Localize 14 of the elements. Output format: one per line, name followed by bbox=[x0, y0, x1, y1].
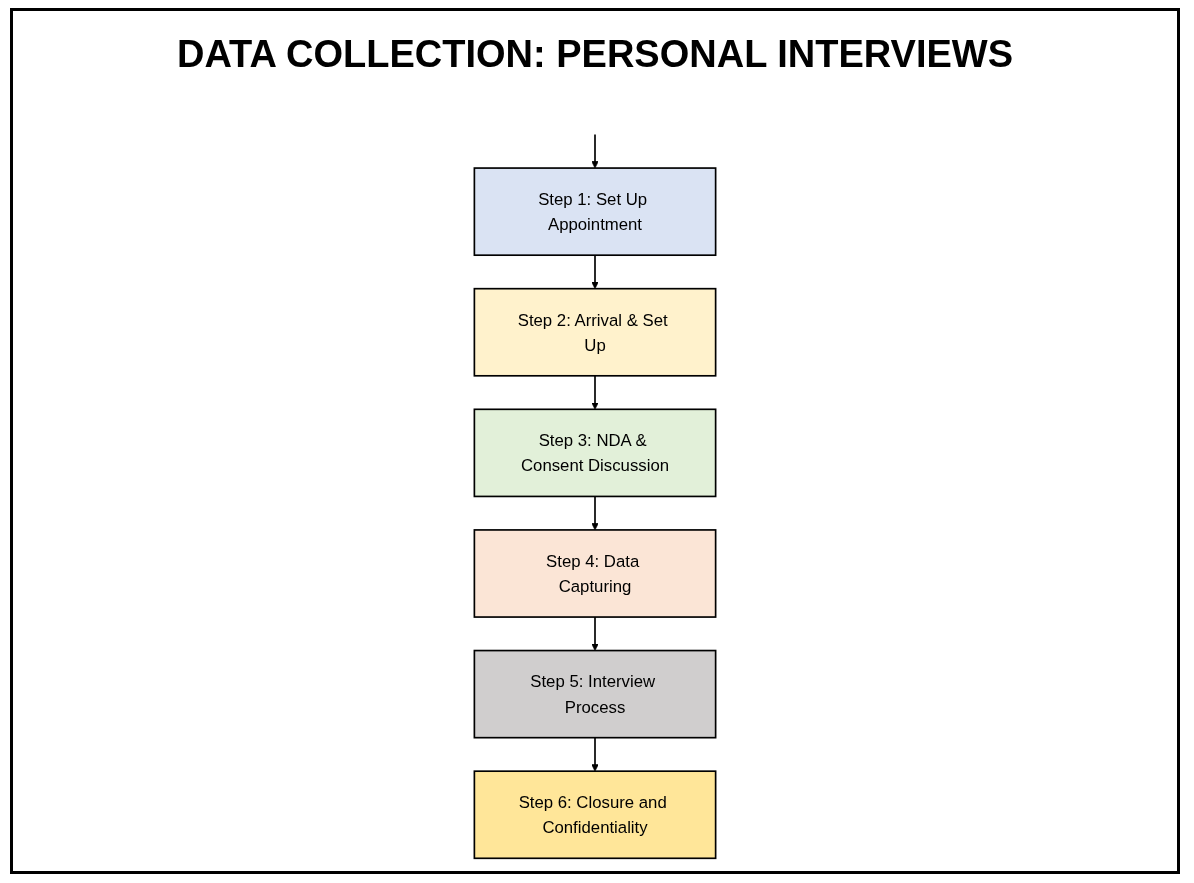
node-box bbox=[473, 167, 717, 256]
arrow bbox=[591, 254, 599, 289]
arrow bbox=[591, 616, 599, 651]
node-box bbox=[473, 287, 717, 377]
arrow bbox=[591, 133, 599, 169]
arrow bbox=[591, 495, 599, 531]
node-box bbox=[473, 770, 717, 860]
node-box bbox=[473, 408, 717, 498]
node-box bbox=[473, 529, 717, 618]
arrow bbox=[591, 374, 599, 410]
arrow bbox=[591, 736, 599, 772]
diagram-title: DATA COLLECTION: PERSONAL INTERVIEWS bbox=[176, 33, 1014, 76]
node-box bbox=[473, 649, 717, 739]
diagram-frame: DATA COLLECTION: PERSONAL INTERVIEWS Step 1: Set Up Appointment Step 2: Arrival & Set Up Step 3: NDA & Consent Discussion Step 4: Data Capturing Step 5: Interview Process Step 6: Closure and Confidentiality bbox=[10, 8, 1180, 874]
